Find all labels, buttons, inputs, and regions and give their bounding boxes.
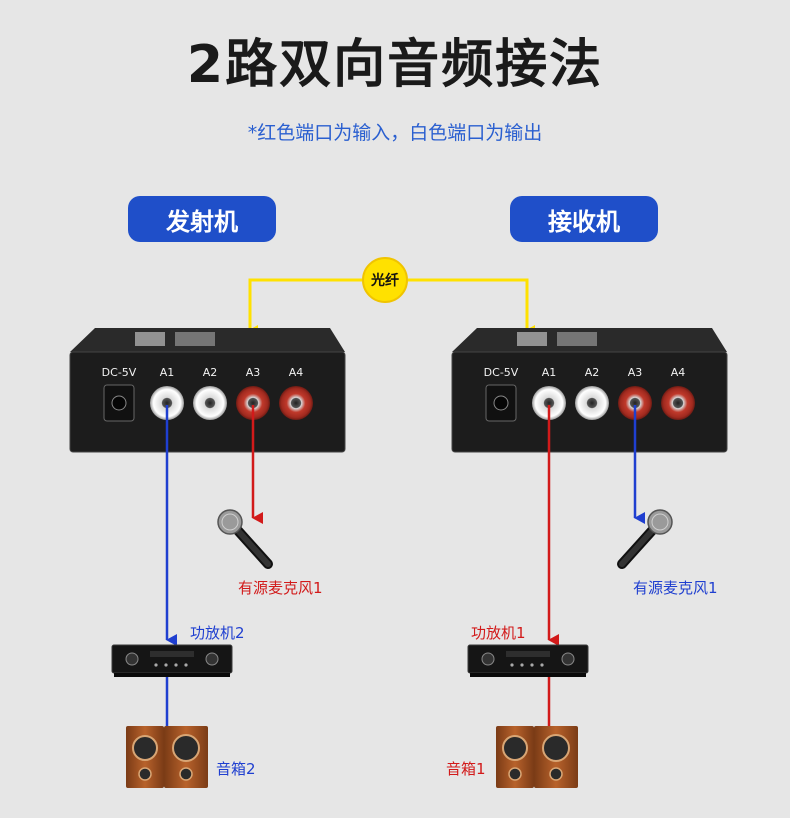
amplifier-icon [467,644,589,677]
speaker-icon [126,726,208,788]
amplifier-icon [111,644,233,677]
port-a1 [150,386,184,420]
receiver-device [451,328,728,453]
tx-port-a4: A4 [288,366,304,379]
rx-mic-caption: 有源麦克风1 [633,579,718,597]
page-subtitle: *红色端口为输入，白色端口为输出 [247,122,543,144]
speaker-icon [496,726,578,788]
port-a3 [236,386,270,420]
tx-speaker-caption: 音箱2 [216,760,256,778]
rx-port-a3: A3 [627,366,643,379]
page-title: 2路双向音频接法 [186,35,604,95]
rx-port-a4: A4 [670,366,686,379]
port-a3 [618,386,652,420]
transmitter-label: 发射机 [128,196,276,242]
rx-port-a2: A2 [584,366,600,379]
receiver-label: 接收机 [510,196,658,242]
fiber-cable [248,278,535,335]
rx-speaker-caption: 音箱1 [446,760,486,778]
port-a2 [193,386,227,420]
port-a4 [661,386,695,420]
tx-amp-caption: 功放机2 [190,624,245,642]
transmitter-device [69,328,346,453]
rx-port-a1: A1 [541,366,557,379]
tx-mic-caption: 有源麦克风1 [238,579,323,597]
tx-port-a2: A2 [202,366,218,379]
port-a2 [575,386,609,420]
tx-port-a3: A3 [245,366,261,379]
port-a4 [279,386,313,420]
rx-port-dc: DC-5V [483,366,519,379]
tx-port-dc: DC-5V [101,366,137,379]
microphone-icon [617,509,673,569]
rx-amp-caption: 功放机1 [471,624,526,642]
tx-port-a1: A1 [159,366,175,379]
port-a1 [532,386,566,420]
fiber-label: 光纤 [362,257,408,303]
microphone-icon [217,509,273,569]
